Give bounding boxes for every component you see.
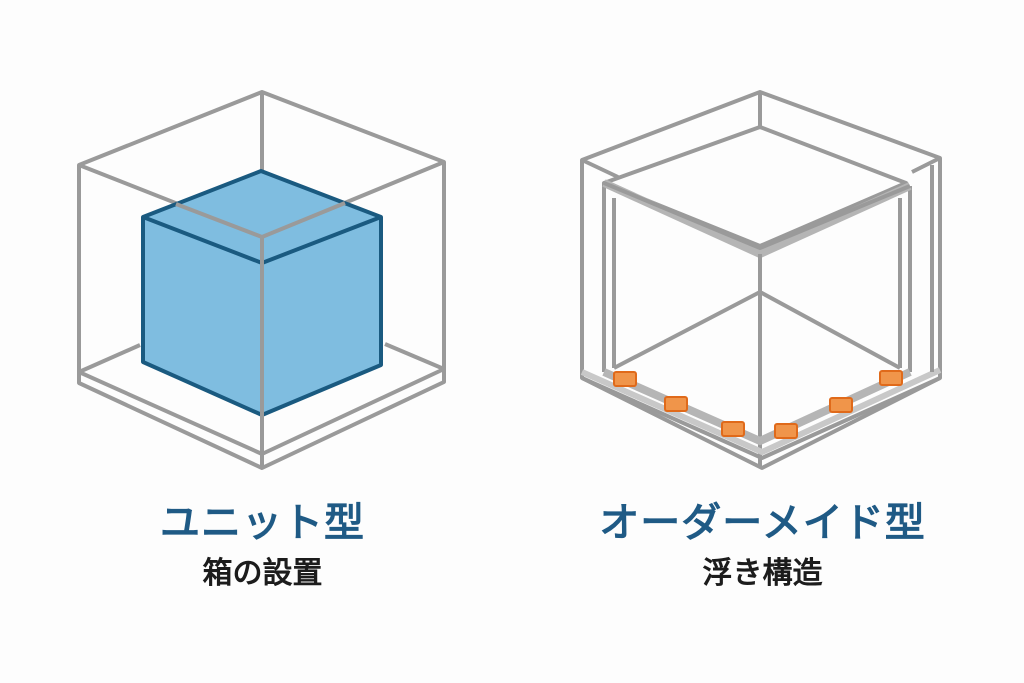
custom-type-title: オーダーメイド型 bbox=[599, 500, 926, 546]
unit-type-title: ユニット型 bbox=[160, 500, 365, 546]
custom-type-subtitle: 浮き構造 bbox=[702, 556, 823, 591]
custom-type-illustration bbox=[580, 90, 942, 470]
unit-type-subtitle: 箱の設置 bbox=[202, 556, 323, 591]
support-pad-icons bbox=[613, 370, 903, 439]
